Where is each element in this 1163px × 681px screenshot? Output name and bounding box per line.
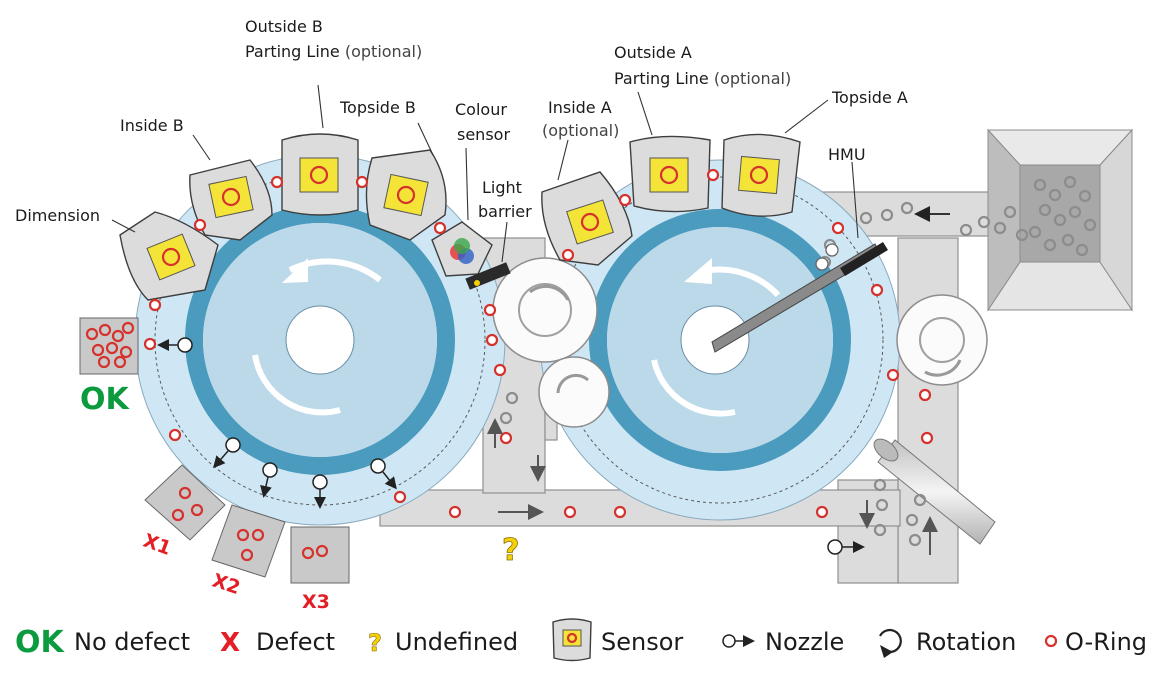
label-optional-inside-a: (optional) [542, 121, 619, 140]
label-hmu: HMU [828, 145, 866, 164]
bin-x2-label: X2 [210, 570, 243, 600]
sensor-light-barrier [465, 262, 511, 290]
sensor-topside-b [365, 149, 447, 241]
legend-sensor-icon [552, 618, 592, 662]
hopper-o-rings [1028, 175, 1097, 257]
legend-nozzle-icon [722, 634, 755, 648]
bin-ok-label: OK [80, 382, 131, 417]
label-outside-a: Outside A [614, 43, 692, 62]
undefined-marker: ? [502, 533, 520, 569]
sensor-topside-a [721, 133, 801, 217]
label-parting-line-b: Parting Line (optional) [245, 42, 422, 61]
bin-x3 [290, 526, 350, 584]
label-topside-a: Topside A [831, 88, 908, 107]
sensor-dimension [119, 211, 219, 301]
legend-rotation-icon [879, 628, 902, 658]
o-rings [143, 168, 934, 519]
legend-q-text: Undefined [395, 628, 518, 656]
disc-b [134, 154, 506, 526]
label-inside-a: Inside A [548, 98, 612, 117]
bin-ok [79, 317, 139, 375]
legend-x-text: Defect [256, 628, 335, 656]
label-optional-b: (optional) [345, 42, 422, 61]
label-dimension: Dimension [15, 206, 100, 225]
nozzles [157, 243, 865, 555]
label-light: Light [482, 178, 522, 197]
legend-sensor-text: Sensor [601, 628, 683, 656]
label-parting-line-a: Parting Line (optional) [614, 69, 791, 88]
label-sensor: sensor [457, 125, 510, 144]
legend-ok-text: No defect [74, 628, 190, 656]
label-parting-line-b-text: Parting Line [245, 42, 340, 61]
bin-x2 [211, 504, 286, 578]
undefined-mark: ? [502, 533, 519, 568]
legend: OK No defect X Defect ? Undefined Sensor… [15, 618, 1147, 662]
legend-nozzle-text: Nozzle [765, 628, 844, 656]
label-topside-b: Topside B [339, 98, 416, 117]
exit-tube [873, 438, 996, 545]
label-barrier: barrier [478, 202, 532, 221]
label-colour: Colour [455, 100, 507, 119]
sensor-outside-a [629, 135, 711, 213]
label-outside-b: Outside B [245, 17, 323, 36]
label-optional-a: (optional) [714, 69, 791, 88]
leader-lines [111, 84, 859, 263]
legend-rotation-text: Rotation [916, 628, 1016, 656]
hmu-arm [711, 242, 888, 353]
disc-a [539, 159, 901, 521]
hopper [986, 128, 1134, 312]
legend-x-mark: X [220, 628, 240, 658]
sensor-outside-b [281, 133, 359, 216]
legend-ok-mark: OK [15, 625, 66, 660]
flow-arrows [487, 206, 950, 555]
sensor-inside-b [189, 159, 273, 241]
legend-oring-text: O-Ring [1065, 628, 1147, 656]
sensor-inside-a [541, 171, 633, 266]
grey-o-rings [499, 201, 1029, 547]
transfer-wheels [492, 257, 988, 428]
bin-x1 [144, 464, 226, 541]
label-parting-line-a-text: Parting Line [614, 69, 709, 88]
bin-x1-label: X1 [140, 530, 174, 560]
legend-q-mark: ? [368, 629, 382, 657]
legend-oring-icon [1044, 634, 1058, 648]
label-inside-b: Inside B [120, 116, 184, 135]
bin-x3-label: X3 [302, 591, 330, 613]
sensor-colour [431, 221, 493, 277]
